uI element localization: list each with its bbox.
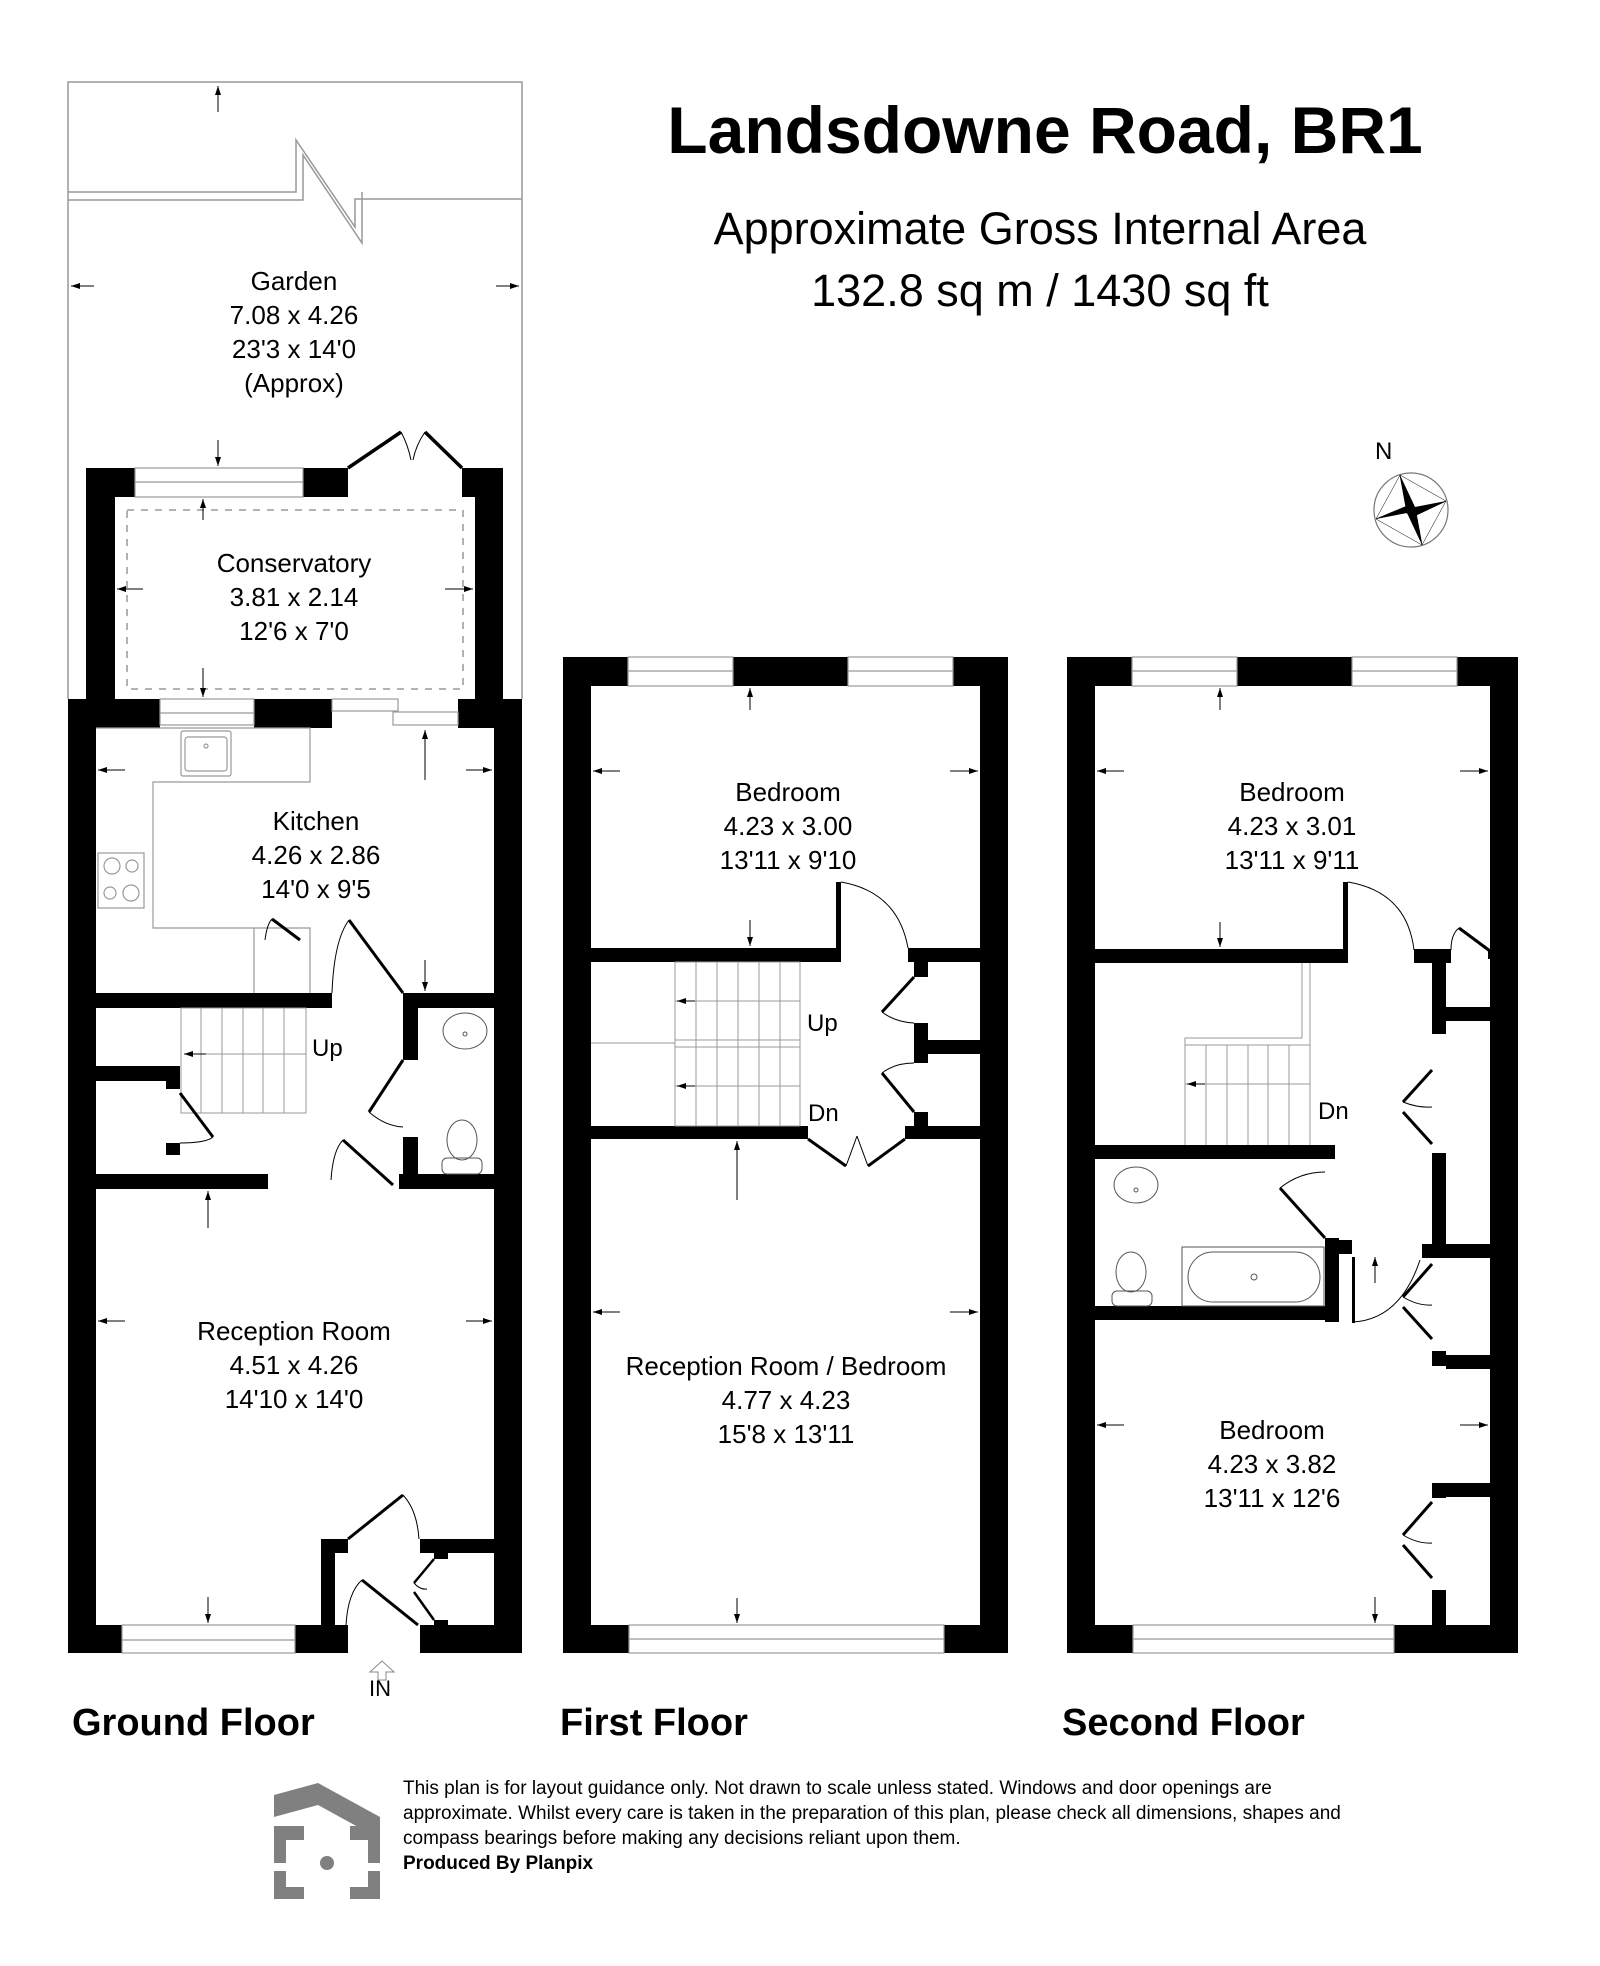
ground-floor-walls [68,699,522,1653]
room-label-kitchen: Kitchen 4.26 x 2.86 14'0 x 9'5 [251,806,381,904]
stairs-up-label: Up [312,1035,343,1062]
producer-credit: Produced By Planpix [403,1853,594,1874]
conservatory-walls [86,468,503,699]
entrance-label: IN [369,1676,391,1701]
conservatory-french-doors [347,430,464,470]
disclaimer-text: This plan is for layout guidance only. N… [403,1778,1341,1849]
floor-label-second: Second Floor [1062,1702,1305,1744]
room-label-conservatory: Conservatory 3.81 x 2.14 12'6 x 7'0 [216,548,372,646]
bathroom-fixtures [1111,1166,1325,1307]
entrance-arrow-icon [368,1660,396,1681]
stairs-up-label: Up [807,1010,838,1037]
area-label: Approximate Gross Internal Area [713,203,1367,254]
ground-stairs [180,1007,307,1114]
stairs-down-label: Dn [1318,1098,1349,1125]
wc-fixtures [441,1012,488,1175]
planpix-logo-icon [274,1783,380,1899]
stairs-down-label: Dn [808,1100,839,1127]
area-value: 132.8 sq m / 1430 sq ft [811,265,1269,316]
second-floor-stairs [1184,963,1311,1145]
room-label-first-bedroom: Bedroom 4.23 x 3.00 13'11 x 9'10 [719,777,857,875]
kitchen-worktops [96,727,311,993]
page-title: Landsdowne Road, BR1 [667,93,1423,167]
first-floor-stairs [591,961,801,1127]
conservatory-window [134,467,304,498]
room-label-second-bedroom-front: Bedroom 4.23 x 3.82 13'11 x 12'6 [1203,1415,1341,1513]
floor-label-first: First Floor [560,1702,748,1744]
ground-floor-plan [67,81,523,1681]
room-label-second-bedroom-rear: Bedroom 4.23 x 3.01 13'11 x 9'11 [1224,777,1360,875]
room-label-reception: Reception Room 4.51 x 4.26 14'10 x 14'0 [197,1316,391,1414]
second-floor-plan [1067,656,1518,1654]
first-floor-plan [563,656,1008,1654]
room-label-garden: Garden 7.08 x 4.26 23'3 x 14'0 (Approx) [229,266,359,398]
floor-label-ground: Ground Floor [72,1702,315,1744]
garden-outline [67,81,523,699]
room-label-reception-bedroom: Reception Room / Bedroom 4.77 x 4.23 15'… [625,1351,947,1449]
disclaimer: This plan is for layout guidance only. N… [403,1776,1363,1876]
compass-rose-icon [1373,472,1449,548]
compass-north-label: N [1375,438,1393,465]
conservatory-roof-outline [126,509,464,690]
